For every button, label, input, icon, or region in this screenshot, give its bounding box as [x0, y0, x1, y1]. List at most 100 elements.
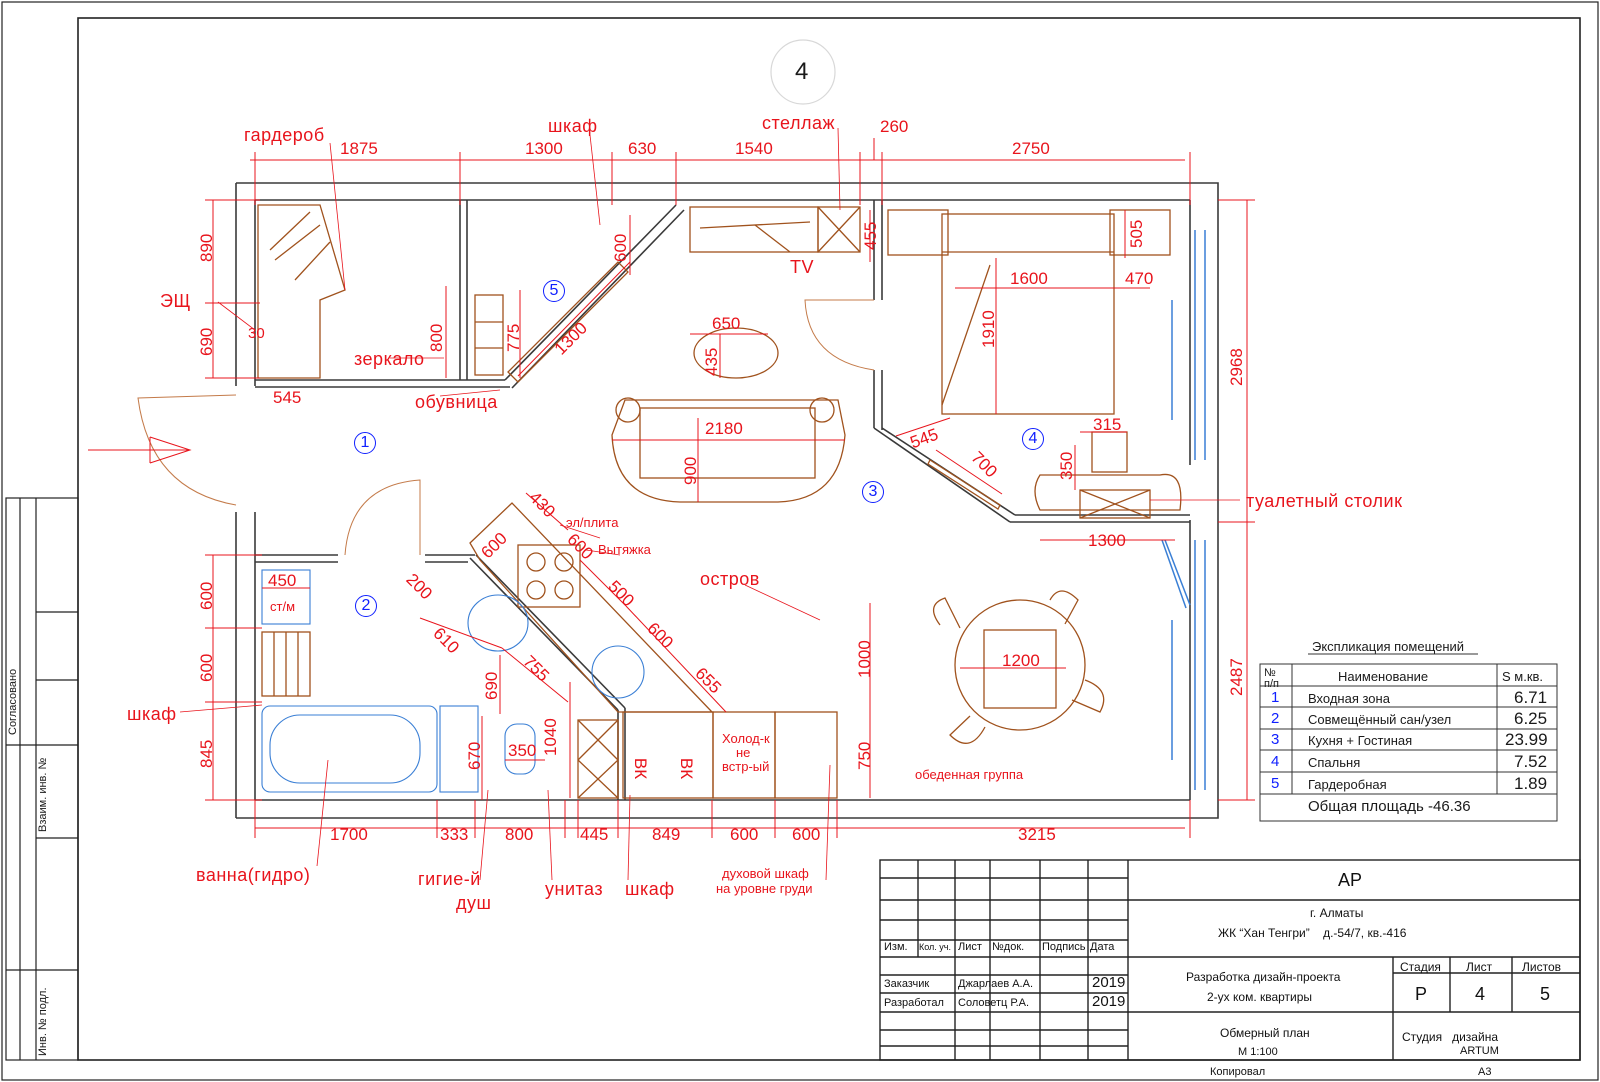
tb-author-year: 2019: [1092, 993, 1126, 1010]
dim-1040: 1040: [541, 718, 560, 756]
tb-col-sign: Подпись: [1042, 941, 1086, 953]
dim-650: 650: [712, 314, 741, 333]
dim-670: 670: [465, 741, 484, 770]
dim-b-600-1: 600: [730, 825, 759, 844]
explication-row-no: 5: [1271, 775, 1280, 792]
explication-row-name: Гардеробная: [1308, 777, 1387, 792]
label-garderob: гардероб: [244, 125, 325, 145]
tb-drawing-2: М 1:100: [1238, 1046, 1278, 1058]
dim-450: 450: [268, 571, 297, 590]
dim-2968: 2968: [1227, 348, 1246, 386]
label-eshch: ЭЩ: [160, 291, 191, 311]
tb-sheet-header: Лист: [1466, 960, 1493, 974]
tb-author-role: Разработал: [884, 997, 944, 1009]
dim-505: 505: [1127, 219, 1146, 248]
tb-col-list: Лист: [958, 941, 982, 953]
dim-890: 890: [197, 233, 216, 262]
explication-total: Общая площадь -46.36: [1308, 798, 1471, 815]
tb-col-doc: №док.: [992, 941, 1025, 953]
label-kholod-1: Холод-к: [722, 731, 770, 746]
dim-1910: 1910: [979, 310, 998, 348]
label-el-plita: эл/плита: [566, 515, 619, 530]
dim-845: 845: [197, 739, 216, 768]
dim-2487: 2487: [1227, 658, 1246, 696]
dim-1300-top: 1300: [525, 139, 563, 158]
tb-col-izm: Изм.: [884, 941, 908, 953]
dim-690-wc: 690: [482, 671, 501, 700]
tb-col-kol: Кол. уч.: [919, 942, 951, 952]
leader-lines: [179, 127, 1240, 881]
dim-b-849: 849: [652, 825, 681, 844]
tb-author-name: Соловетц Р.А.: [958, 997, 1030, 1009]
dim-470: 470: [1125, 269, 1154, 288]
dim-1540: 1540: [735, 139, 773, 158]
tb-copied: Копировал: [1210, 1066, 1266, 1078]
dim-b-3215: 3215: [1018, 825, 1056, 844]
explication-title: Экспликация помещений: [1312, 639, 1465, 654]
dim-800-mirror: 800: [427, 323, 446, 352]
dim-690: 690: [197, 327, 216, 356]
furniture: [257, 204, 1182, 799]
dim-1200: 1200: [1002, 651, 1040, 670]
entry-arrow: [88, 436, 192, 464]
dim-600-left-1: 600: [197, 581, 216, 610]
tb-city: г. Алматы: [1310, 906, 1364, 920]
sheet-number-circle: [770, 39, 836, 105]
walls: [235, 182, 1219, 819]
explication-row-name: Совмещённый сан/узел: [1308, 712, 1452, 727]
explication-row-area: 1.89: [1514, 774, 1548, 793]
explication-row-no: 3: [1271, 731, 1280, 748]
explication-row-area: 6.71: [1514, 688, 1548, 707]
label-kholod-3: встр-ый: [722, 759, 770, 774]
label-gigiena-1: гигие-й: [418, 869, 481, 889]
dim-750: 750: [855, 741, 874, 770]
dim-350-wc: 350: [508, 741, 537, 760]
explication-row-name: Входная зона: [1308, 691, 1390, 706]
dim-b-600-2: 600: [792, 825, 821, 844]
room-number-4: 4: [1022, 428, 1044, 450]
explication-row-no: 2: [1271, 710, 1280, 727]
label-shkaf-top: шкаф: [548, 116, 598, 136]
dim-b-800: 800: [505, 825, 534, 844]
room-number-1: 1: [354, 432, 376, 454]
tb-sheet: 4: [1475, 984, 1486, 1004]
tb-project-1: Разработка дизайн-проекта: [1186, 970, 1341, 984]
label-vk-2: ВК: [677, 757, 697, 780]
label-ostrov: остров: [700, 569, 760, 589]
explication-row-name: Кухня + Гостиная: [1308, 733, 1413, 748]
explication-row-no: 4: [1271, 753, 1280, 770]
dim-455: 455: [861, 221, 880, 250]
label-gigiena-2: душ: [456, 893, 492, 913]
label-vytyazhka: Вытяжка: [598, 542, 651, 557]
tb-studio-2: ARTUM: [1460, 1045, 1499, 1057]
dim-600-wardrobe: 600: [611, 233, 630, 262]
label-vk-1: ВК: [631, 757, 651, 780]
label-kholod-2: не: [736, 745, 751, 760]
stamp-agreed: Согласовано: [7, 668, 19, 735]
tb-customer-role: Заказчик: [884, 978, 930, 990]
tb-stage-header: Стадия: [1400, 960, 1441, 974]
label-dukhovoy-1: духовой шкаф: [722, 866, 809, 881]
label-shkaf-bottom: шкаф: [625, 879, 675, 899]
dim-2180: 2180: [705, 419, 743, 438]
explication-header-no: № п/п: [1264, 667, 1279, 690]
label-zerkalo: зеркало: [354, 349, 425, 369]
label-shkaf-left: шкаф: [127, 704, 177, 724]
windows: [1161, 230, 1206, 790]
dim-2750: 2750: [1012, 139, 1050, 158]
explication-table: [1259, 653, 1558, 822]
explication-header-area: S м.кв.: [1502, 669, 1544, 684]
tb-code: АР: [1338, 870, 1363, 890]
room-number-2: 2: [355, 595, 377, 617]
tb-customer-year: 2019: [1092, 974, 1126, 991]
label-vanna: ванна(гидро): [196, 865, 311, 885]
dim-b-445: 445: [580, 825, 609, 844]
explication-header-name: Наименование: [1338, 669, 1429, 684]
dim-260: 260: [880, 117, 909, 136]
tb-project-2: 2-ух ком. квартиры: [1207, 990, 1313, 1004]
tb-sheets: 5: [1540, 984, 1551, 1004]
dimension-lines: [205, 138, 1255, 838]
label-sm: ст/м: [270, 599, 296, 614]
dim-b-333: 333: [440, 825, 469, 844]
